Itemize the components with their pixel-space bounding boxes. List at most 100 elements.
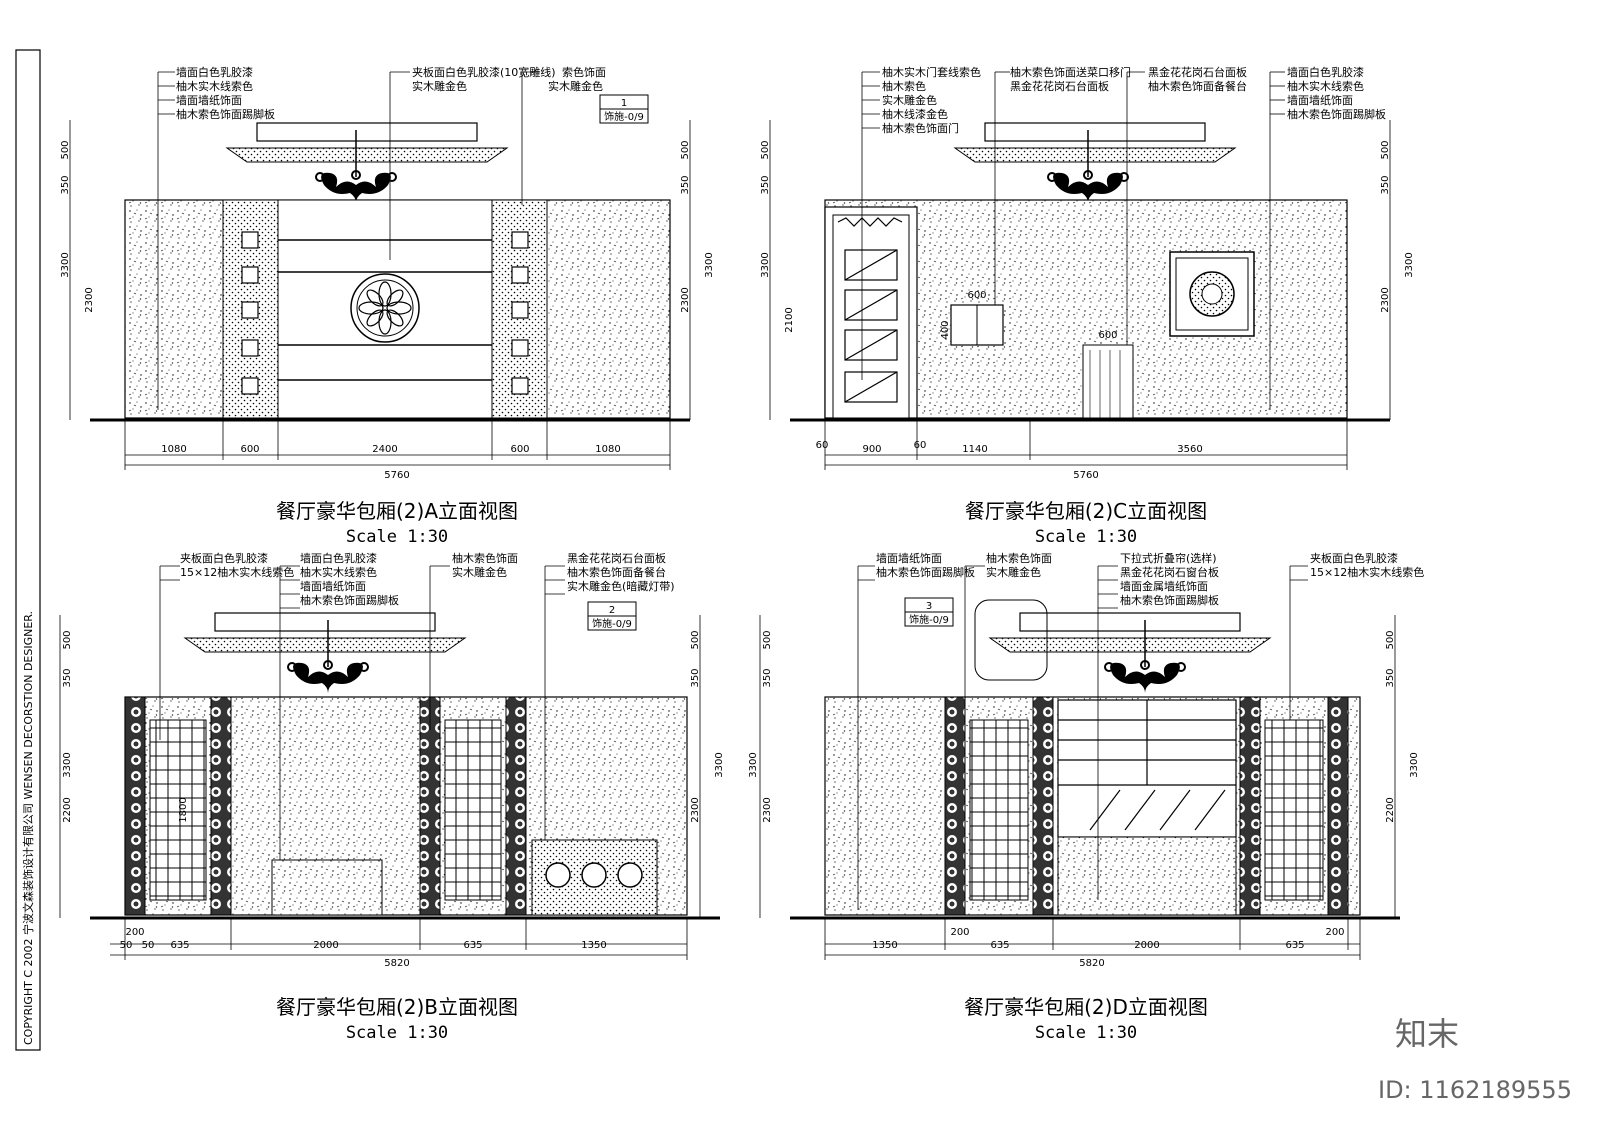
svg-text:350: 350 bbox=[690, 668, 701, 687]
svg-text:夹板面白色乳胶漆(10宽雕线): 夹板面白色乳胶漆(10宽雕线) bbox=[412, 65, 556, 79]
svg-text:200: 200 bbox=[950, 927, 969, 938]
svg-text:1080: 1080 bbox=[161, 444, 186, 455]
svg-text:实木雕金色: 实木雕金色 bbox=[986, 565, 1041, 579]
svg-text:夹板面白色乳胶漆: 夹板面白色乳胶漆 bbox=[1310, 551, 1398, 565]
svg-text:1350: 1350 bbox=[872, 940, 897, 951]
svg-text:2300: 2300 bbox=[680, 287, 691, 312]
svg-text:350: 350 bbox=[1380, 175, 1391, 194]
svg-text:柚木索色饰面踢脚板: 柚木索色饰面踢脚板 bbox=[1287, 107, 1386, 121]
svg-text:夹板面白色乳胶漆: 夹板面白色乳胶漆 bbox=[180, 551, 268, 565]
svg-text:15×12柚木实木线索色: 15×12柚木实木线索色 bbox=[1310, 565, 1424, 579]
svg-text:2300: 2300 bbox=[762, 797, 773, 822]
svg-text:墙面白色乳胶漆: 墙面白色乳胶漆 bbox=[176, 65, 253, 79]
svg-text:黑金花花岗石窗台板: 黑金花花岗石窗台板 bbox=[1120, 565, 1219, 579]
svg-text:2300: 2300 bbox=[1380, 287, 1391, 312]
svg-text:柚木索色饰面门: 柚木索色饰面门 bbox=[882, 121, 959, 135]
svg-text:500: 500 bbox=[680, 140, 691, 159]
svg-text:900: 900 bbox=[862, 444, 881, 455]
svg-text:2400: 2400 bbox=[372, 444, 397, 455]
detail-tag-1: 1 bbox=[621, 98, 627, 109]
svg-text:2100: 2100 bbox=[784, 307, 795, 332]
svg-text:2300: 2300 bbox=[84, 287, 95, 312]
svg-text:柚木实木门套线索色: 柚木实木门套线索色 bbox=[882, 65, 981, 79]
svg-text:黑金花花岗石台面板: 黑金花花岗石台面板 bbox=[567, 551, 666, 565]
svg-text:实木雕金色: 实木雕金色 bbox=[452, 565, 507, 579]
svg-text:500: 500 bbox=[690, 630, 701, 649]
svg-text:柚木索色饰面备餐台: 柚木索色饰面备餐台 bbox=[1148, 79, 1247, 93]
svg-text:500: 500 bbox=[1385, 630, 1396, 649]
svg-text:3300: 3300 bbox=[714, 752, 725, 777]
svg-text:3560: 3560 bbox=[1177, 444, 1202, 455]
svg-text:墙面墙纸饰面: 墙面墙纸饰面 bbox=[176, 93, 242, 107]
svg-text:黑金花花岗石台面板: 黑金花花岗石台面板 bbox=[1010, 79, 1109, 93]
svg-text:3300: 3300 bbox=[1404, 252, 1415, 277]
svg-text:1080: 1080 bbox=[595, 444, 620, 455]
svg-text:50: 50 bbox=[120, 940, 133, 951]
svg-text:墙面墙纸饰面: 墙面墙纸饰面 bbox=[876, 551, 942, 565]
svg-text:1800: 1800 bbox=[178, 797, 189, 822]
svg-text:350: 350 bbox=[62, 668, 73, 687]
svg-text:柚木索色: 柚木索色 bbox=[882, 79, 926, 93]
svg-text:600: 600 bbox=[1098, 330, 1117, 341]
title-a: 餐厅豪华包厢(2)A立面视图 bbox=[276, 499, 518, 523]
svg-text:墙面墙纸饰面: 墙面墙纸饰面 bbox=[1287, 93, 1353, 107]
svg-text:3300: 3300 bbox=[704, 252, 715, 277]
svg-text:实木雕金色: 实木雕金色 bbox=[882, 93, 937, 107]
title-c: 餐厅豪华包厢(2)C立面视图 bbox=[965, 499, 1207, 523]
svg-text:Scale 1:30: Scale 1:30 bbox=[346, 527, 448, 547]
svg-text:635: 635 bbox=[170, 940, 189, 951]
svg-text:饰施-0/9: 饰施-0/9 bbox=[592, 617, 632, 630]
svg-text:635: 635 bbox=[1285, 940, 1304, 951]
svg-text:实木雕金色(暗藏灯带): 实木雕金色(暗藏灯带) bbox=[567, 579, 675, 593]
svg-text:柚木索色饰面: 柚木索色饰面 bbox=[986, 551, 1052, 565]
svg-text:350: 350 bbox=[60, 175, 71, 194]
svg-text:350: 350 bbox=[762, 668, 773, 687]
svg-text:635: 635 bbox=[463, 940, 482, 951]
svg-text:实木雕金色: 实木雕金色 bbox=[412, 79, 467, 93]
svg-text:墙面白色乳胶漆: 墙面白色乳胶漆 bbox=[300, 551, 377, 565]
svg-text:5820: 5820 bbox=[1079, 958, 1104, 969]
svg-text:饰施-0/9: 饰施-0/9 bbox=[604, 110, 644, 123]
svg-text:600: 600 bbox=[240, 444, 259, 455]
svg-text:实木雕金色: 实木雕金色 bbox=[548, 79, 603, 93]
svg-text:3300: 3300 bbox=[62, 752, 73, 777]
svg-text:400: 400 bbox=[940, 320, 951, 339]
svg-text:200: 200 bbox=[1325, 927, 1344, 938]
svg-text:Scale 1:30: Scale 1:30 bbox=[1035, 1023, 1137, 1043]
svg-text:350: 350 bbox=[760, 175, 771, 194]
svg-text:60: 60 bbox=[816, 440, 829, 451]
svg-text:柚木索色饰面踢脚板: 柚木索色饰面踢脚板 bbox=[876, 565, 975, 579]
elevation-b: 200 50 50 635 2000 635 1350 5820 500 350… bbox=[59, 551, 725, 1043]
title-d: 餐厅豪华包厢(2)D立面视图 bbox=[964, 995, 1208, 1019]
svg-text:2200: 2200 bbox=[62, 797, 73, 822]
svg-text:2000: 2000 bbox=[1134, 940, 1159, 951]
svg-text:Scale 1:30: Scale 1:30 bbox=[346, 1023, 448, 1043]
svg-text:2000: 2000 bbox=[313, 940, 338, 951]
svg-text:柚木索色饰面: 柚木索色饰面 bbox=[452, 551, 518, 565]
svg-text:Scale 1:30: Scale 1:30 bbox=[1035, 527, 1137, 547]
svg-text:黑金花花岗石台面板: 黑金花花岗石台面板 bbox=[1148, 65, 1247, 79]
detail-tag-2: 2 bbox=[609, 605, 615, 616]
svg-text:600: 600 bbox=[510, 444, 529, 455]
svg-text:柚木实木线索色: 柚木实木线索色 bbox=[176, 79, 253, 93]
svg-text:60: 60 bbox=[914, 440, 927, 451]
watermark-logo: 知末 bbox=[1395, 1015, 1459, 1053]
svg-text:5820: 5820 bbox=[384, 958, 409, 969]
svg-text:柚木索色饰面送菜口移门: 柚木索色饰面送菜口移门 bbox=[1010, 65, 1131, 79]
svg-text:500: 500 bbox=[60, 140, 71, 159]
svg-text:3300: 3300 bbox=[760, 252, 771, 277]
svg-text:柚木实木线索色: 柚木实木线索色 bbox=[1287, 79, 1364, 93]
svg-text:索色饰面: 索色饰面 bbox=[562, 65, 606, 79]
svg-text:500: 500 bbox=[760, 140, 771, 159]
svg-text:500: 500 bbox=[762, 630, 773, 649]
svg-text:1140: 1140 bbox=[962, 444, 987, 455]
svg-text:350: 350 bbox=[680, 175, 691, 194]
svg-text:3300: 3300 bbox=[748, 752, 759, 777]
svg-text:1350: 1350 bbox=[581, 940, 606, 951]
svg-text:柚木索色饰面踢脚板: 柚木索色饰面踢脚板 bbox=[176, 107, 275, 121]
svg-text:635: 635 bbox=[990, 940, 1009, 951]
elevation-d: 1350 200 635 2000 635 200 5820 500 350 3… bbox=[748, 551, 1424, 1043]
svg-text:500: 500 bbox=[1380, 140, 1391, 159]
